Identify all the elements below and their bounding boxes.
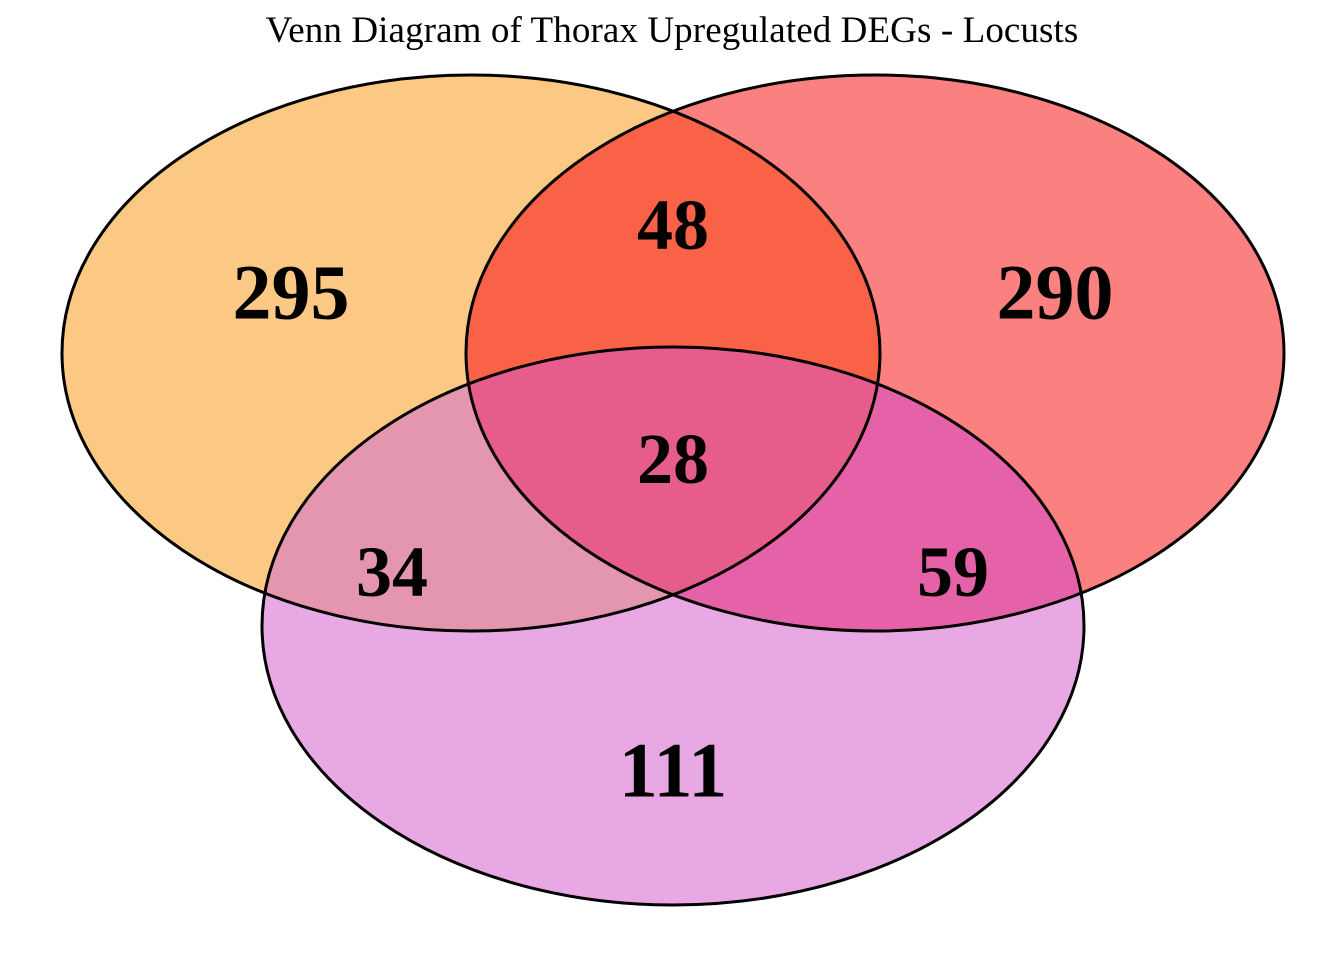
count-label-ac-only: 34 <box>356 532 428 612</box>
venn-count-labels: 295 290 111 48 34 59 28 <box>233 185 1114 814</box>
count-label-c-only: 111 <box>619 727 727 814</box>
count-label-ab-only: 48 <box>637 185 709 265</box>
venn-outlines <box>60 73 1286 907</box>
set-b-outline <box>464 73 1286 633</box>
set-c-outline <box>260 345 1086 907</box>
count-label-a-only: 295 <box>233 249 350 336</box>
count-label-bc-only: 59 <box>917 532 989 612</box>
page-title: Venn Diagram of Thorax Upregulated DEGs … <box>265 10 1079 51</box>
count-label-b-only: 290 <box>997 249 1114 336</box>
set-a-outline <box>60 73 882 633</box>
count-label-abc: 28 <box>637 419 709 499</box>
